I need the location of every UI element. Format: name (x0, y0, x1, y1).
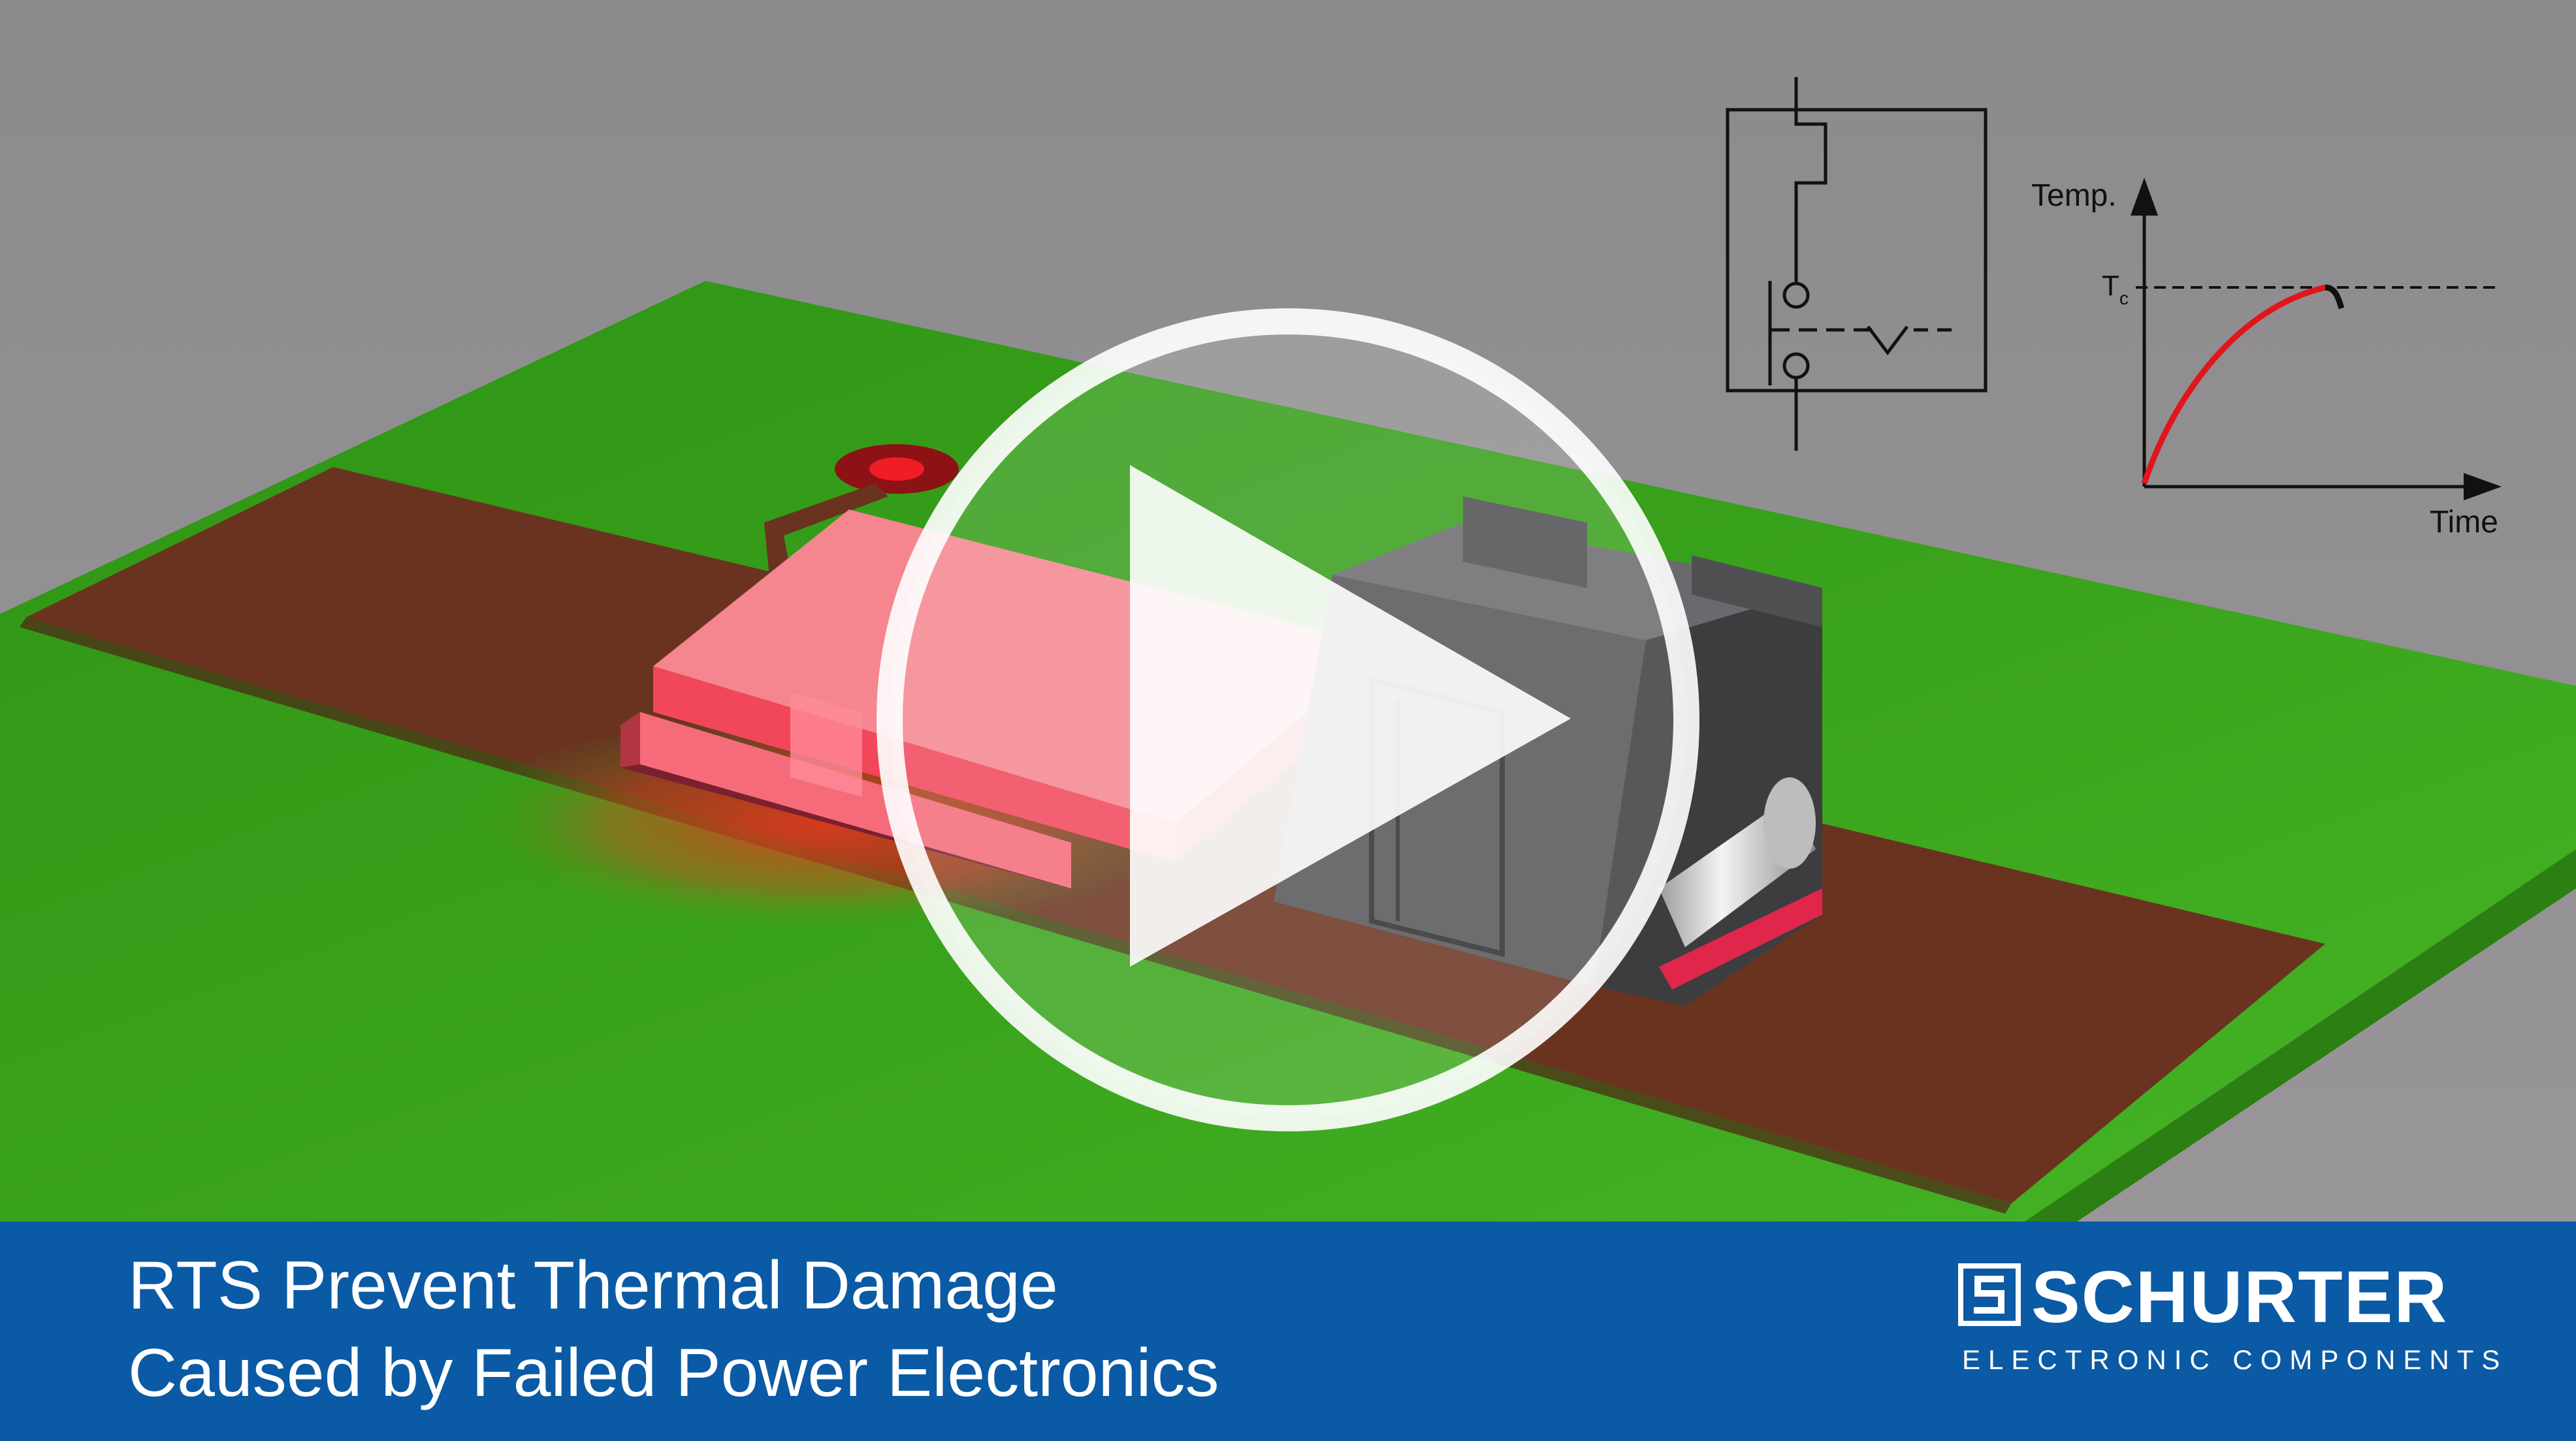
temp-axis-label: Temp. (2031, 178, 2117, 213)
schurter-logo: SCHURTER ELECTRONIC COMPONENTS (1953, 1256, 2500, 1404)
brand-tagline: ELECTRONIC COMPONENTS (1962, 1344, 2508, 1375)
schurter-s-logo-icon (1958, 1263, 2021, 1326)
title-banner: RTS Prevent Thermal Damage Caused by Fai… (0, 1222, 2576, 1441)
video-title-line-1: RTS Prevent Thermal Damage (128, 1248, 1058, 1323)
time-axis-label: Time (2430, 505, 2498, 540)
play-button[interactable] (877, 308, 1699, 1131)
video-title-line-2: Caused by Failed Power Electronics (128, 1335, 1219, 1411)
thermal-switch-schematic (1726, 77, 1988, 451)
temperature-time-graph: Temp. Time Tc (2031, 178, 2502, 540)
tc-label: Tc (2102, 270, 2129, 308)
play-icon[interactable] (1130, 465, 1571, 967)
brand-name: SCHURTER (2031, 1256, 2449, 1338)
